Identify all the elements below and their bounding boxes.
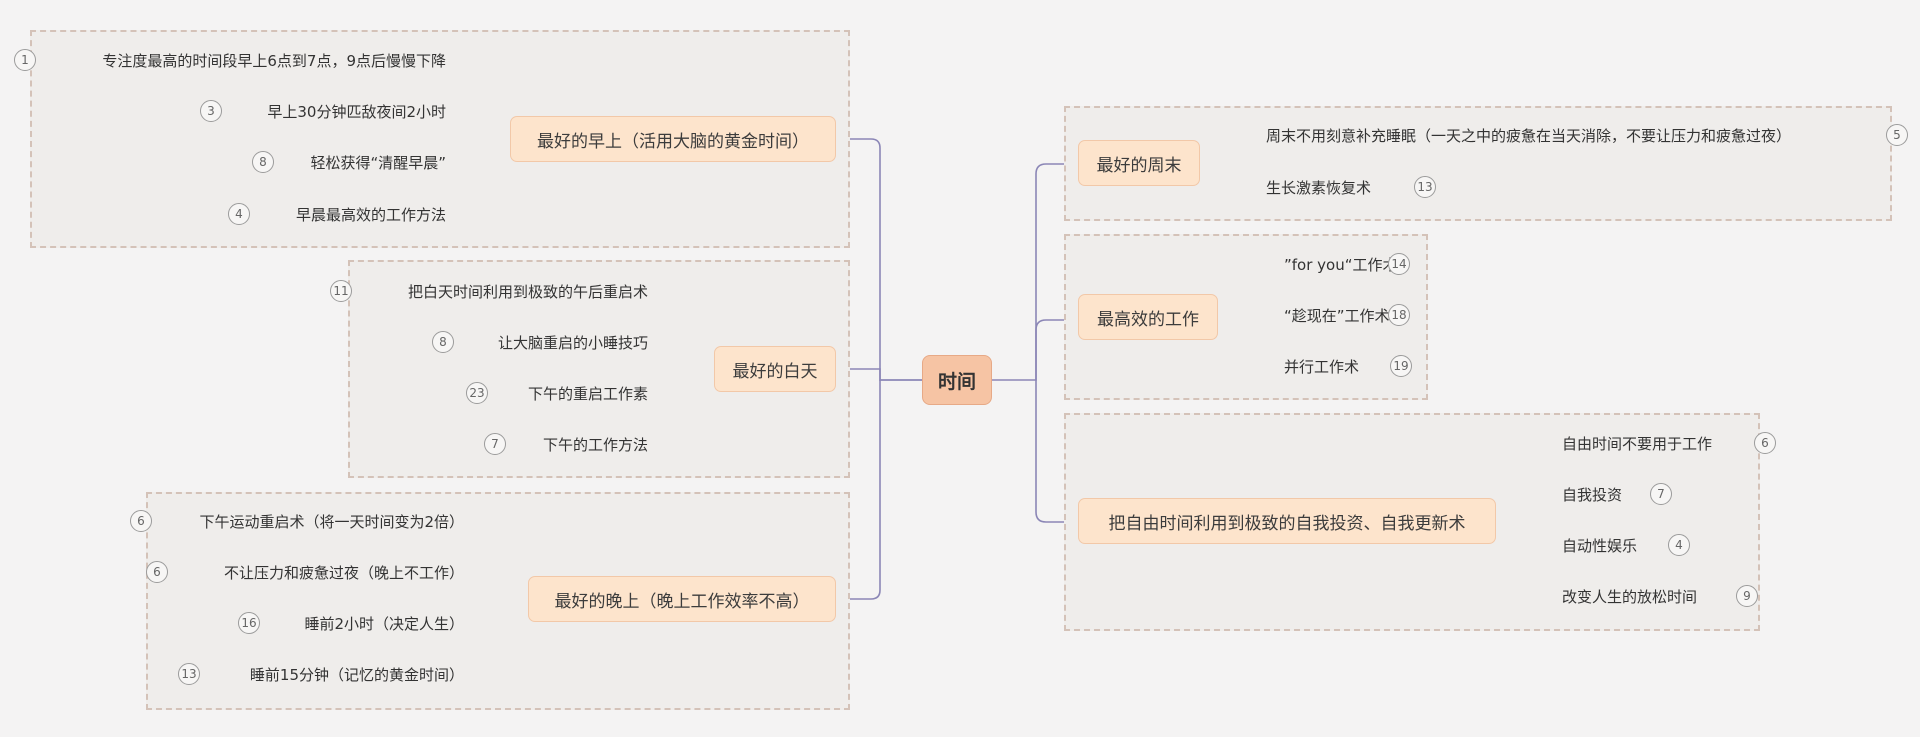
topic-best-daytime[interactable]: 最好的白天 [714,346,836,392]
leaf-text: 轻松获得“清醒早晨” [310,154,446,172]
badge-icon: 6 [130,510,152,532]
badge-icon: 7 [1650,483,1672,505]
leaf-text: 早上30分钟匹敌夜间2小时 [267,103,446,121]
badge-icon: 6 [1754,432,1776,454]
leaf-morning-2[interactable]: 3 早上30分钟匹敌夜间2小时 [200,100,446,122]
leaf-text: 下午的工作方法 [542,436,648,454]
badge-icon: 8 [432,331,454,353]
badge-icon: 1 [14,49,36,71]
leaf-text: 改变人生的放松时间 [1562,588,1698,606]
topic-best-evening[interactable]: 最好的晚上（晚上工作效率不高） [528,576,836,622]
leaf-text: 下午运动重启术（将一天时间变为2倍） [199,513,464,531]
leaf-text: 生长激素恢复术 [1266,179,1372,197]
leaf-text: “趁现在”工作术 [1284,307,1390,325]
leaf-morning-1[interactable]: 1 专注度最高的时间段早上6点到7点，9点后慢慢下降 [14,49,446,71]
topic-best-morning[interactable]: 最好的早上（活用大脑的黄金时间） [510,116,836,162]
leaf-work-2[interactable]: “趁现在”工作术 18 [1284,304,1410,326]
leaf-text: 把白天时间利用到极致的午后重启术 [407,283,648,301]
leaf-text: 自动性娱乐 [1562,537,1638,555]
leaf-text: 自由时间不要用于工作 [1562,435,1713,453]
leaf-work-3[interactable]: 并行工作术 19 [1284,355,1412,377]
boundary-weekend [1064,106,1892,221]
leaf-evening-3[interactable]: 16 睡前2小时（决定人生） [238,612,464,634]
topic-free-time[interactable]: 把自由时间利用到极致的自我投资、自我更新术 [1078,498,1496,544]
central-topic[interactable]: 时间 [922,355,992,405]
badge-icon: 18 [1388,304,1410,326]
badge-icon: 19 [1390,355,1412,377]
leaf-evening-2[interactable]: 6 不让压力和疲惫过夜（晚上不工作） [146,561,464,583]
badge-icon: 13 [178,663,200,685]
leaf-freetime-2[interactable]: 自我投资 7 [1562,483,1672,505]
badge-icon: 5 [1886,124,1908,146]
leaf-work-1[interactable]: ”for you“工作术 14 [1284,253,1410,275]
leaf-text: 睡前15分钟（记忆的黄金时间） [249,666,464,684]
topic-most-efficient-work[interactable]: 最高效的工作 [1078,294,1218,340]
leaf-text: 睡前2小时（决定人生） [304,615,464,633]
leaf-text: 自我投资 [1562,486,1623,504]
badge-icon: 6 [146,561,168,583]
topic-best-weekend[interactable]: 最好的周末 [1078,140,1200,186]
leaf-text: 早晨最高效的工作方法 [295,206,446,224]
badge-icon: 16 [238,612,260,634]
leaf-text: 专注度最高的时间段早上6点到7点，9点后慢慢下降 [102,52,446,70]
badge-icon: 4 [228,203,250,225]
badge-icon: 3 [200,100,222,122]
leaf-evening-4[interactable]: 13 睡前15分钟（记忆的黄金时间） [178,663,464,685]
leaf-text: 周末不用刻意补充睡眠（一天之中的疲惫在当天消除，不要让压力和疲惫过夜） [1266,127,1792,145]
leaf-evening-1[interactable]: 6 下午运动重启术（将一天时间变为2倍） [130,510,464,532]
badge-icon: 7 [484,433,506,455]
leaf-freetime-1[interactable]: 自由时间不要用于工作 6 [1562,432,1776,454]
leaf-weekend-2[interactable]: 生长激素恢复术 13 [1266,176,1436,198]
leaf-morning-3[interactable]: 8 轻松获得“清醒早晨” [252,151,446,173]
leaf-daytime-3[interactable]: 23 下午的重启工作素 [466,382,648,404]
badge-icon: 8 [252,151,274,173]
leaf-text: 不让压力和疲惫过夜（晚上不工作） [223,564,464,582]
badge-icon: 13 [1414,176,1436,198]
leaf-text: 让大脑重启的小睡技巧 [497,334,648,352]
leaf-weekend-1[interactable]: 周末不用刻意补充睡眠（一天之中的疲惫在当天消除，不要让压力和疲惫过夜） 5 [1266,124,1908,146]
leaf-text: 下午的重启工作素 [527,385,648,403]
badge-icon: 14 [1388,253,1410,275]
badge-icon: 11 [330,280,352,302]
leaf-freetime-3[interactable]: 自动性娱乐 4 [1562,534,1690,556]
leaf-daytime-1[interactable]: 11 把白天时间利用到极致的午后重启术 [330,280,648,302]
leaf-daytime-2[interactable]: 8 让大脑重启的小睡技巧 [432,331,648,353]
badge-icon: 4 [1668,534,1690,556]
leaf-freetime-4[interactable]: 改变人生的放松时间 9 [1562,585,1758,607]
leaf-text: ”for you“工作术 [1284,256,1398,274]
badge-icon: 23 [466,382,488,404]
leaf-morning-4[interactable]: 4 早晨最高效的工作方法 [228,203,446,225]
leaf-text: 并行工作术 [1284,358,1360,376]
badge-icon: 9 [1736,585,1758,607]
leaf-daytime-4[interactable]: 7 下午的工作方法 [484,433,648,455]
